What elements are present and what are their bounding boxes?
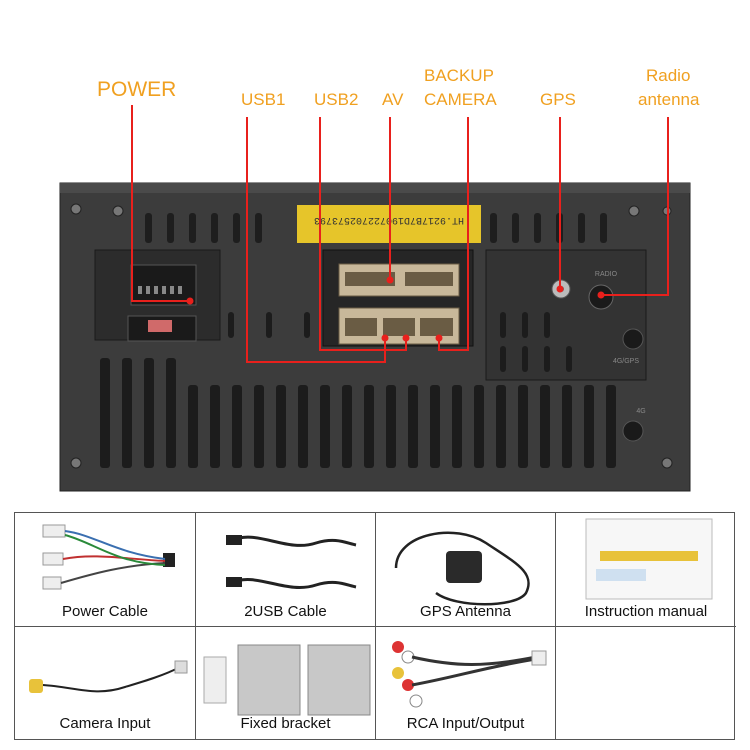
radio-marker [597,291,605,299]
accessory-usb-cable: 2USB Cable [196,513,376,627]
radio-port-text: RADIO [595,271,618,278]
gps-4g-port-text: 4G/GPS [613,358,639,365]
accessory-caption: 2USB Cable [244,603,327,620]
accessory-gps-antenna: GPS Antenna [376,513,556,627]
screw-icon [112,205,124,217]
usb2-marker [402,334,410,342]
camera-label: CAMERA [424,90,497,109]
accessory-empty [556,627,736,739]
accessory-camera-input: Camera Input [15,627,196,739]
camera-marker [435,334,443,342]
usb1-marker [381,334,389,342]
av-marker [386,276,394,284]
screw-icon [70,457,82,469]
usb2-label: USB2 [314,90,359,109]
accessory-caption: Power Cable [62,603,148,620]
power-label: POWER [97,78,177,101]
head-unit-back-panel: HT.9217B7D190722702573793 RADIO 4G/GPS 4… [59,105,691,492]
screw-icon [70,203,82,215]
power-marker [186,297,194,305]
backup-label: BACKUP [424,66,494,85]
power-cable-icon [42,524,175,590]
accessory-caption: Instruction manual [584,603,708,620]
radio-label: Radio [646,66,691,85]
accessory-caption: RCA Input/Output [406,715,525,732]
4g-port-text: 4G [636,408,645,415]
bracket-icon [203,644,371,716]
camera-input-icon [29,660,188,693]
antenna-label: antenna [638,90,700,109]
accessory-rca-input-output: RCA Input/Output [376,627,556,739]
accessory-caption: Fixed bracket [240,715,331,732]
usb-cable-icon [226,535,357,589]
accessory-caption: Camera Input [59,715,151,732]
gps-marker [556,285,564,293]
fuse-icon [148,320,172,332]
screw-icon [628,205,640,217]
accessory-instruction-manual: Instruction manual [556,513,736,627]
usb1-label: USB1 [241,90,286,109]
accessories-grid: Power Cable 2USB Cable GPS Antenna Instr… [14,512,736,740]
manual-icon [585,518,713,600]
gps-antenna-icon [394,531,530,606]
gps-label: GPS [540,90,576,109]
screw-icon [661,457,673,469]
accessory-caption: GPS Antenna [420,603,511,620]
power-connector [130,264,197,306]
accessory-power-cable: Power Cable [15,513,196,627]
rca-cable-icon [392,641,547,708]
av-label: AV [382,90,404,109]
accessory-fixed-bracket: Fixed bracket [196,627,376,739]
